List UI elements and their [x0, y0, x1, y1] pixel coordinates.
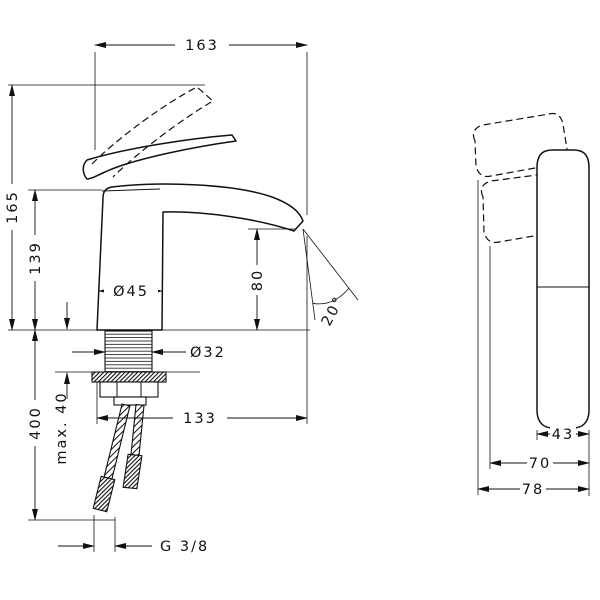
dim-label-shank-diameter: Ø32 [190, 345, 226, 361]
dimension-43: 43 [536, 426, 590, 496]
dim-label-total-depth: 78 [522, 482, 544, 498]
dim-label-thread-size: G 3/8 [160, 539, 209, 555]
dimension-400: 400 [27, 329, 115, 521]
angle-arc [312, 288, 350, 305]
faucet-body-spout [96, 183, 304, 331]
label-background [249, 265, 265, 295]
dim-label-hose-length: 400 [28, 406, 44, 440]
dim-label-spout-reach: 133 [183, 411, 217, 427]
dimension-base-diameter: Ø45 [98, 283, 163, 300]
body-seam-line [101, 188, 161, 192]
dimension-70: 70 [489, 246, 590, 472]
label-background [173, 410, 227, 426]
dim-label-body-depth: 70 [529, 456, 551, 472]
dim-label-top-width: 163 [185, 38, 219, 54]
hose-connector-right [122, 453, 143, 490]
dimension-165: 165 [4, 84, 205, 331]
handle-swing-outline-upper [472, 112, 569, 178]
label-background [175, 37, 229, 53]
dimension-max-40: max. 40 [54, 302, 70, 465]
dimension-thread: G 3/8 [58, 515, 209, 555]
dimension-80: 80 [248, 228, 296, 331]
label-background [550, 426, 576, 442]
faucet-front-view [472, 112, 590, 429]
hose-connector-left [92, 475, 116, 513]
label-background [27, 235, 43, 281]
dimension-angle-20: 20° [302, 228, 359, 329]
dimension-163: 163 [94, 37, 308, 215]
mounting-nut [99, 381, 159, 398]
dim-label-outlet-angle: 20° [319, 293, 348, 329]
hose-stub [113, 396, 147, 406]
angle-leg-line [302, 228, 316, 321]
supply-hose-right [130, 403, 145, 457]
faucet-front-body [536, 149, 590, 429]
dimension-78: 78 [477, 180, 590, 498]
dim-label-base-diameter: Ø45 [113, 284, 149, 300]
label-background [520, 481, 546, 497]
dim-label-body-height: 139 [28, 241, 44, 275]
label-background [104, 283, 158, 299]
label-background [527, 455, 553, 471]
label-background [4, 184, 20, 230]
dim-label-handle-width: 43 [552, 427, 574, 443]
dimension-133: 133 [96, 236, 308, 427]
dim-label-total-height: 165 [5, 190, 21, 224]
dimension-shank-diameter: Ø32 [72, 345, 226, 361]
angle-leg-line [302, 228, 359, 301]
threaded-shank [104, 330, 153, 373]
label-background [27, 400, 43, 446]
dimension-139: 139 [27, 189, 102, 331]
dim-label-outlet-height: 80 [250, 269, 266, 291]
lever-handle [82, 134, 237, 180]
mounting-washer [91, 371, 167, 383]
dim-label-deck-thickness: max. 40 [54, 391, 70, 464]
